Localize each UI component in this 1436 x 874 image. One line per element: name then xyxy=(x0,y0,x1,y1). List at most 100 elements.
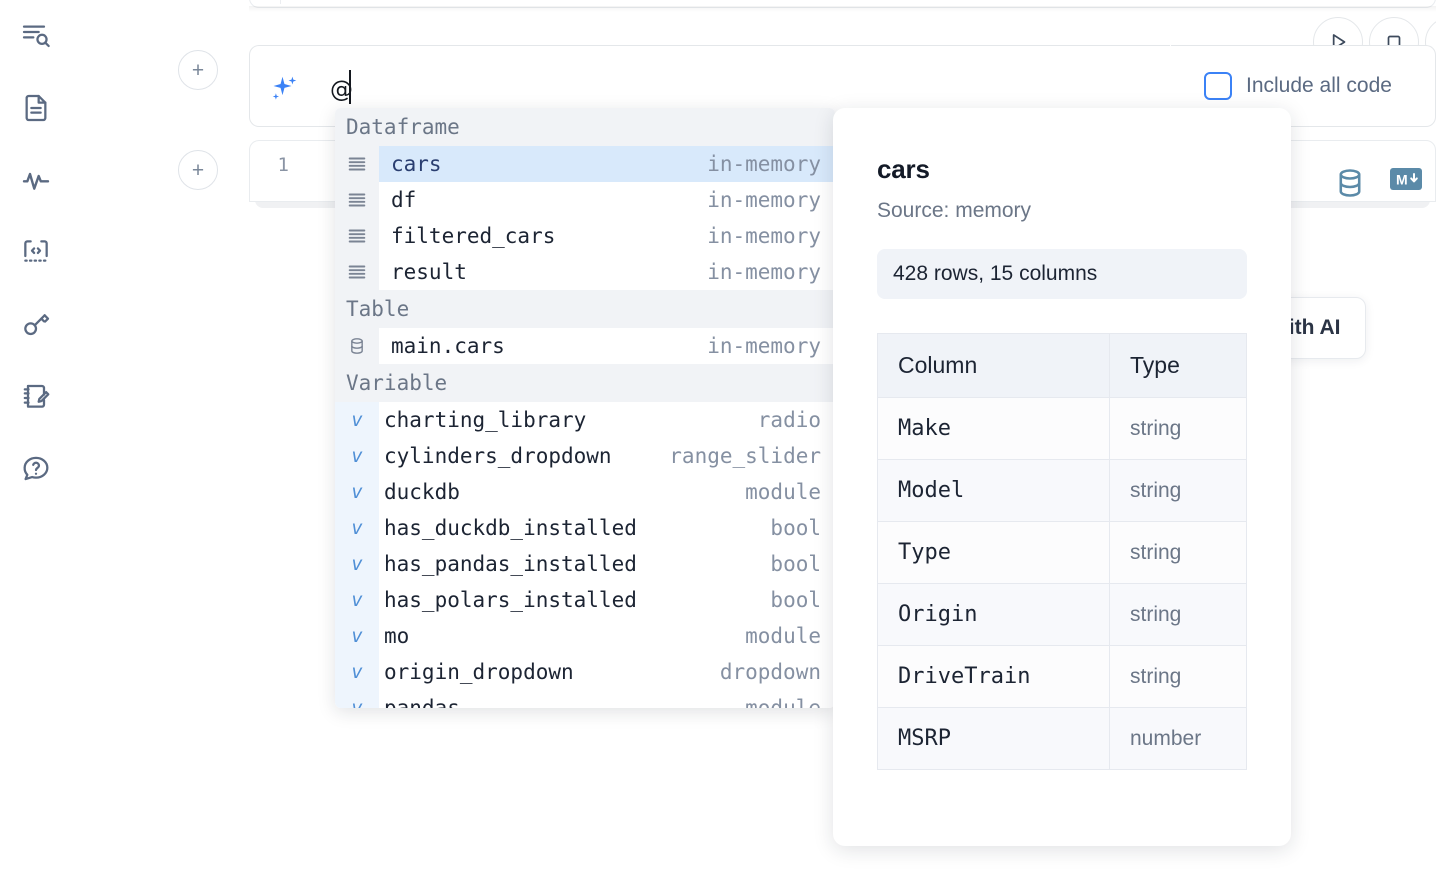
autocomplete-item-type: in-memory xyxy=(707,334,821,358)
variable-icon: v xyxy=(335,438,379,474)
schema-column-name: Make xyxy=(877,397,1110,460)
dataframe-icon xyxy=(335,182,379,218)
autocomplete-item-name: has_polars_installed xyxy=(384,588,637,612)
autocomplete-section-header: Table xyxy=(335,290,835,328)
include-all-code-checkbox[interactable] xyxy=(1204,72,1232,100)
schema-column-type: string xyxy=(1109,583,1247,646)
autocomplete-item-name: duckdb xyxy=(384,480,460,504)
autocomplete-item[interactable]: cars in-memory xyxy=(335,146,835,182)
include-all-code-label: Include all code xyxy=(1246,74,1392,97)
previous-cell-shadow xyxy=(249,6,1436,12)
variable-icon: v xyxy=(335,654,379,690)
sidebar-rail xyxy=(0,0,72,874)
variable-icon: v xyxy=(335,546,379,582)
autocomplete-item-name: result xyxy=(391,260,467,284)
autocomplete-item-name: charting_library xyxy=(384,408,587,432)
sidebar-item-explore[interactable] xyxy=(14,14,58,58)
doc-source: Source: memory xyxy=(877,199,1032,222)
schema-column-type: number xyxy=(1109,707,1247,770)
sidebar-item-snippets[interactable] xyxy=(14,230,58,274)
column-header-column: Column xyxy=(877,333,1110,398)
schema-column-type: string xyxy=(1109,397,1247,460)
autocomplete-item-type: bool xyxy=(770,552,821,576)
variable-icon: v xyxy=(335,690,379,708)
line-number: 1 xyxy=(277,154,289,176)
variable-icon: v xyxy=(335,510,379,546)
dataframe-icon xyxy=(335,218,379,254)
sidebar-item-notebook[interactable] xyxy=(14,86,58,130)
variable-icon: v xyxy=(335,402,379,438)
autocomplete-item-name: filtered_cars xyxy=(391,224,556,248)
doc-title: cars xyxy=(877,154,930,184)
autocomplete-item-type: in-memory xyxy=(707,188,821,212)
autocomplete-item-type: bool xyxy=(770,588,821,612)
autocomplete-item-name: origin_dropdown xyxy=(384,660,574,684)
rail-divider xyxy=(280,0,281,4)
sidebar-item-scratchpad[interactable] xyxy=(14,374,58,418)
add-cell-button[interactable]: + xyxy=(178,150,218,190)
schema-column-type: string xyxy=(1109,459,1247,522)
autocomplete-section-header: Dataframe xyxy=(335,108,835,146)
variable-icon: v xyxy=(335,474,379,510)
database-icon[interactable] xyxy=(1333,166,1367,205)
autocomplete-item-name: has_pandas_installed xyxy=(384,552,637,576)
autocomplete-item-name: cylinders_dropdown xyxy=(384,444,612,468)
sidebar-item-help[interactable] xyxy=(14,446,58,490)
markdown-icon[interactable]: M xyxy=(1389,166,1423,197)
autocomplete-item-name: cars xyxy=(391,152,442,176)
sidebar-item-secrets[interactable] xyxy=(14,302,58,346)
autocomplete-item-type: in-memory xyxy=(707,152,821,176)
autocomplete-item-name: pandas xyxy=(384,696,460,708)
text-caret xyxy=(349,70,351,104)
autocomplete-item-type: bool xyxy=(770,516,821,540)
autocomplete-item-type: in-memory xyxy=(707,224,821,248)
autocomplete-item[interactable]: filtered_cars in-memory xyxy=(335,218,835,254)
schema-column-name: Origin xyxy=(877,583,1110,646)
autocomplete-item-type: dropdown xyxy=(719,660,821,684)
ai-prompt-input[interactable] xyxy=(330,72,1150,108)
schema-column-name: Type xyxy=(877,521,1110,584)
dataframe-icon xyxy=(335,254,379,290)
sparkle-icon xyxy=(266,72,302,108)
sidebar-item-activity[interactable] xyxy=(14,158,58,202)
schema-column-name: Model xyxy=(877,459,1110,522)
variable-icon: v xyxy=(335,618,379,654)
documentation-panel: cars Source: memory 428 rows, 15 columns… xyxy=(833,108,1291,846)
autocomplete-item-type: in-memory xyxy=(707,260,821,284)
autocomplete-item[interactable]: result in-memory xyxy=(335,254,835,290)
table-header-row: Column Type xyxy=(877,333,1247,398)
schema-column-name: DriveTrain xyxy=(877,645,1110,708)
doc-stats-badge: 428 rows, 15 columns xyxy=(877,249,1247,299)
autocomplete-item-type: module xyxy=(745,624,821,648)
autocomplete-section-header: Variable xyxy=(335,364,835,402)
autocomplete-item-type: module xyxy=(745,480,821,504)
add-prompt-label: + xyxy=(191,58,205,82)
schema-column-type: string xyxy=(1109,521,1247,584)
autocomplete-item-type: module xyxy=(745,696,821,708)
schema-column-type: string xyxy=(1109,645,1247,708)
add-prompt-button[interactable]: + xyxy=(178,50,218,90)
column-header-type: Type xyxy=(1109,333,1247,398)
autocomplete-item-type: radio xyxy=(757,408,821,432)
autocomplete-item-name: mo xyxy=(384,624,410,648)
